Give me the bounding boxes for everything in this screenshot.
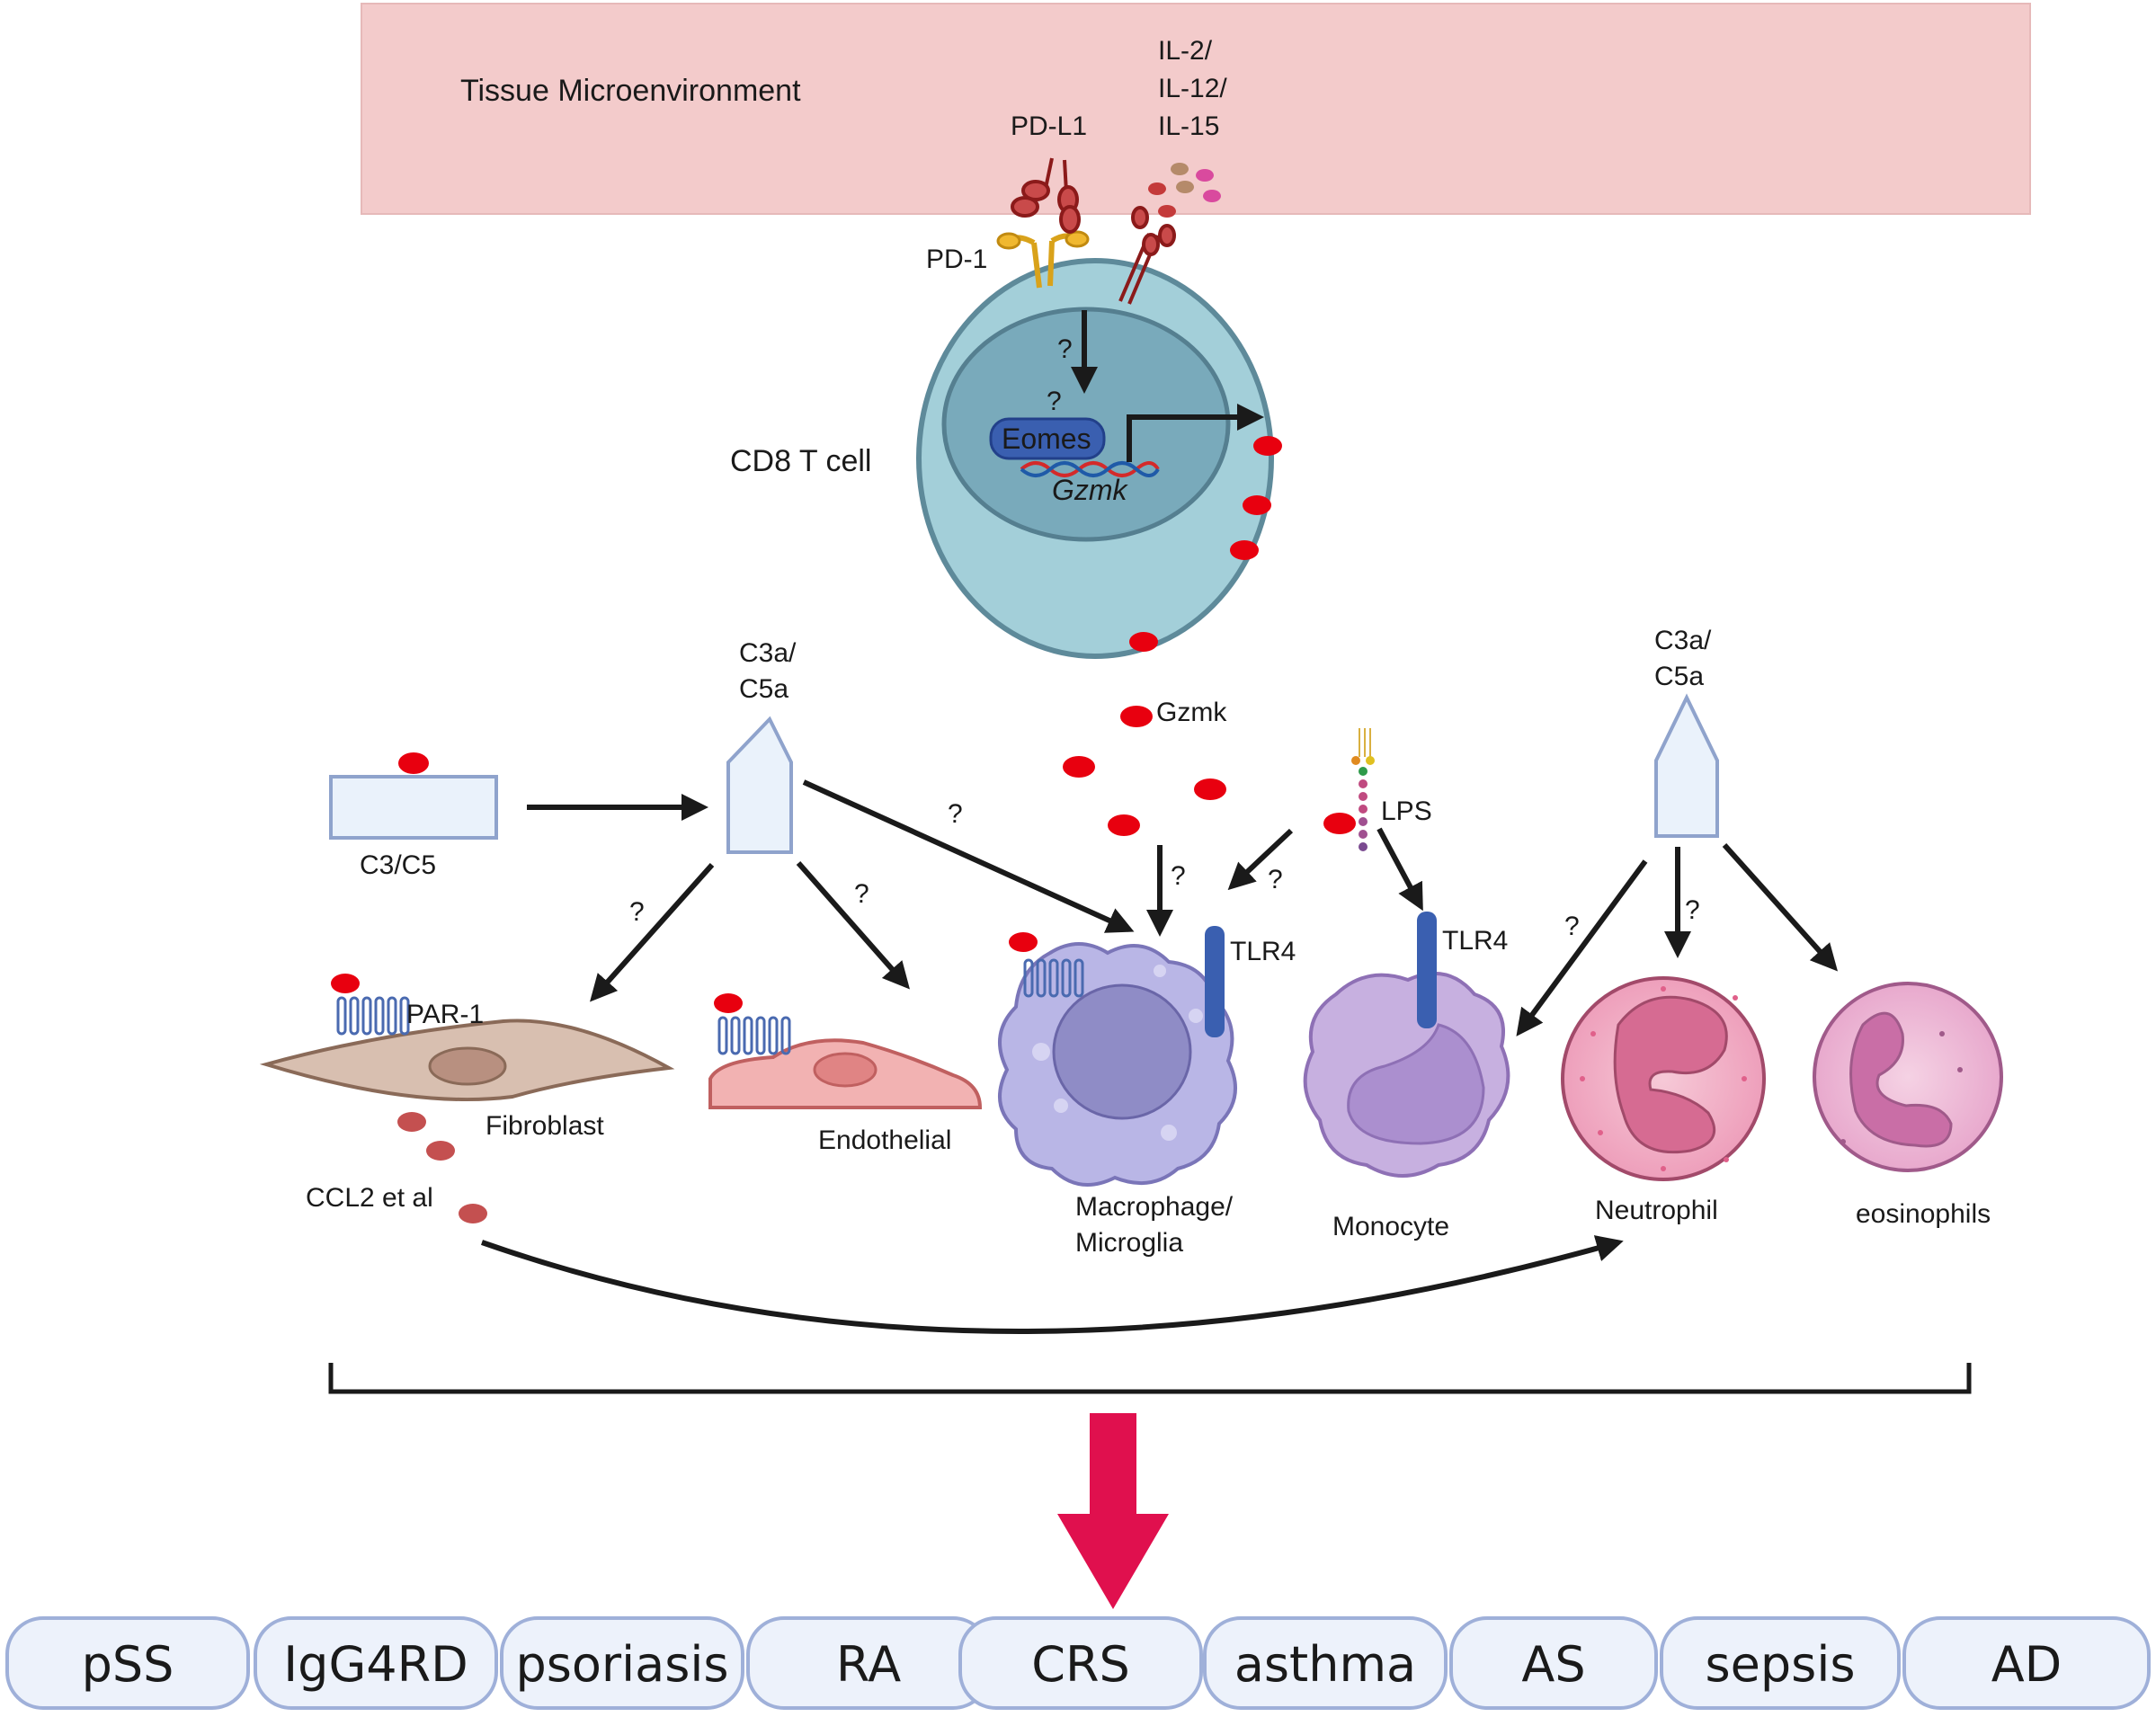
c3a-c5a-fragment-right bbox=[1654, 693, 1719, 838]
question-mark: ? bbox=[1057, 334, 1073, 364]
macrophage-label-1: Macrophage/ bbox=[1075, 1192, 1234, 1222]
disease-label: sepsis bbox=[1706, 1636, 1856, 1693]
monocyte-cell bbox=[1303, 912, 1510, 1178]
disease-pill bbox=[254, 1616, 498, 1710]
outcome-arrow bbox=[1057, 1413, 1169, 1609]
gzmk-granule bbox=[714, 993, 743, 1013]
fibroblast-cell bbox=[259, 974, 675, 1102]
cd8-t-cell bbox=[916, 258, 1282, 659]
par1-label: PAR-1 bbox=[406, 1000, 484, 1029]
par1-receptor bbox=[1023, 958, 1084, 998]
gzmk-granule bbox=[1120, 706, 1153, 727]
question-mark: ? bbox=[948, 799, 963, 829]
question-mark: ? bbox=[1047, 387, 1062, 416]
macrophage-cell bbox=[998, 926, 1237, 1187]
eomes-label: Eomes bbox=[1002, 423, 1091, 455]
question-mark: ? bbox=[1685, 895, 1700, 925]
cytokine-receptor bbox=[1118, 206, 1176, 305]
cytokine-particles bbox=[1148, 163, 1221, 218]
endothelial-cell bbox=[708, 993, 983, 1109]
gzmk-gene-dna bbox=[1020, 461, 1160, 477]
disease-label: AS bbox=[1521, 1636, 1585, 1693]
disease-label: AD bbox=[1991, 1636, 2062, 1693]
disease-label: asthma bbox=[1234, 1636, 1416, 1693]
disease-pill bbox=[1449, 1616, 1658, 1710]
disease-label: CRS bbox=[1031, 1636, 1130, 1693]
gzmk-granule bbox=[1108, 814, 1140, 836]
par1-receptor bbox=[336, 996, 410, 1036]
cd8-label: CD8 T cell bbox=[730, 444, 871, 478]
ccl2-label: CCL2 et al bbox=[306, 1183, 433, 1213]
eosinophils-label: eosinophils bbox=[1856, 1199, 1991, 1229]
c3a-left-label-2: C5a bbox=[739, 674, 788, 704]
question-mark: ? bbox=[854, 879, 869, 909]
disease-pill bbox=[5, 1616, 250, 1710]
tissue-label: Tissue Microenvironment bbox=[460, 74, 801, 108]
ccl2-to-neutrophil-arrow bbox=[481, 1235, 1624, 1334]
eosinophil-cell bbox=[1813, 982, 2003, 1172]
macrophage-label-2: Microglia bbox=[1075, 1228, 1183, 1258]
pdl1-ligand bbox=[1011, 157, 1081, 234]
ccl2-particle bbox=[397, 1112, 426, 1132]
disease-label: RA bbox=[836, 1636, 901, 1693]
pathway-arrows bbox=[527, 779, 1839, 1036]
ccl2-particle bbox=[459, 1204, 487, 1223]
question-mark: ? bbox=[629, 897, 645, 927]
gzmk-granule bbox=[1194, 778, 1226, 800]
disease-label: psoriasis bbox=[515, 1636, 728, 1693]
ccl2-particle bbox=[426, 1141, 455, 1161]
lps-label: LPS bbox=[1381, 796, 1432, 826]
question-mark: ? bbox=[1564, 912, 1580, 941]
gzmk-granule bbox=[1009, 932, 1038, 952]
cytokine-label-2: IL-12/ bbox=[1158, 74, 1227, 103]
c3-c5-box bbox=[329, 775, 498, 840]
gzmk-granule bbox=[1129, 632, 1158, 652]
endothelial-label: Endothelial bbox=[818, 1125, 951, 1155]
monocyte-label: Monocyte bbox=[1332, 1212, 1449, 1241]
disease-pill bbox=[1203, 1616, 1448, 1710]
c3-c5-label: C3/C5 bbox=[360, 850, 436, 880]
cytokine-label-3: IL-15 bbox=[1158, 111, 1219, 141]
neutrophil-cell bbox=[1561, 976, 1766, 1181]
c3a-c5a-fragment-left bbox=[726, 716, 793, 854]
disease-pill bbox=[1902, 1616, 2151, 1710]
fibroblast-label: Fibroblast bbox=[486, 1111, 604, 1141]
pd1-label: PD-1 bbox=[926, 245, 987, 274]
eomes-box bbox=[989, 417, 1106, 460]
gzmk-granule bbox=[331, 974, 360, 993]
question-mark: ? bbox=[1268, 865, 1283, 894]
cytokine-label-1: IL-2/ bbox=[1158, 36, 1213, 66]
gzmk-granule bbox=[1063, 756, 1095, 778]
c3a-right-label-2: C5a bbox=[1654, 662, 1704, 691]
gzmk-granule bbox=[1230, 540, 1259, 560]
tlr4-receptor bbox=[1205, 926, 1225, 1037]
gzmk-gene-label: Gzmk bbox=[1052, 474, 1129, 506]
disease-pill bbox=[958, 1616, 1203, 1710]
disease-label: pSS bbox=[82, 1636, 174, 1693]
tlr4-receptor bbox=[1417, 912, 1437, 1028]
question-mark: ? bbox=[1171, 861, 1186, 891]
c3a-left-label-1: C3a/ bbox=[739, 638, 797, 668]
disease-label: IgG4RD bbox=[283, 1636, 468, 1693]
pdl1-label: PD-L1 bbox=[1011, 111, 1087, 141]
c3a-right-label-1: C3a/ bbox=[1654, 626, 1712, 655]
tissue-band bbox=[361, 3, 2031, 215]
gzmk-granule bbox=[1323, 813, 1356, 834]
disease-pill bbox=[1660, 1616, 1901, 1710]
neutrophil-label: Neutrophil bbox=[1595, 1196, 1718, 1225]
lps-molecule bbox=[1351, 728, 1375, 851]
tlr4-label: TLR4 bbox=[1230, 937, 1296, 966]
transcription-arrow bbox=[1127, 404, 1264, 462]
gzmk-granule bbox=[398, 752, 429, 774]
disease-pill bbox=[500, 1616, 744, 1710]
gzmk-label: Gzmk bbox=[1156, 698, 1227, 727]
gzmk-granule bbox=[1253, 436, 1282, 456]
pd1-receptor bbox=[996, 230, 1090, 289]
disease-list: pSS IgG4RD psoriasis RA CRS asthma AS se… bbox=[5, 1616, 2151, 1710]
grouping-bracket bbox=[328, 1363, 1972, 1394]
gzmk-granule bbox=[1243, 495, 1271, 515]
tlr4-label: TLR4 bbox=[1442, 926, 1508, 956]
